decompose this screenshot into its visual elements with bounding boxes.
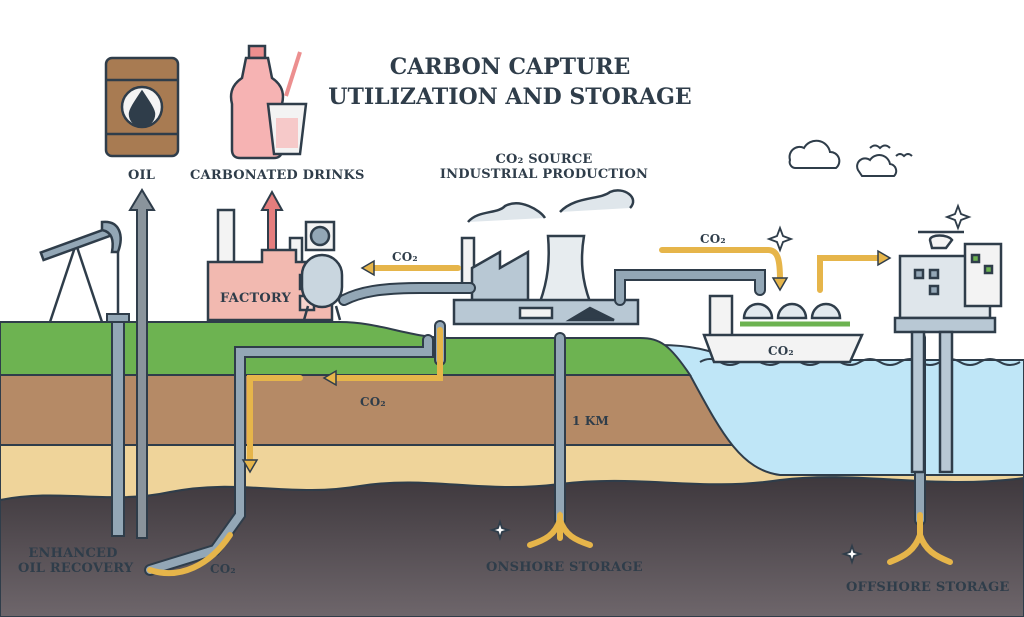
onshore-fork-icon — [527, 510, 593, 548]
title-line-2: UTILIZATION AND STORAGE — [328, 84, 692, 110]
eor-bottom-co2-arrow-icon — [147, 532, 233, 577]
helicopter-icon — [918, 230, 964, 250]
eor-line-2: OIL RECOVERY — [18, 561, 134, 576]
sky-decor — [788, 139, 913, 177]
well-pipes — [106, 313, 130, 537]
offshore-platform — [893, 230, 1003, 474]
lng-ship — [702, 294, 864, 364]
cloud-icon — [788, 139, 841, 169]
gas-tank — [300, 220, 344, 321]
offshore-co2-arrow-icon — [817, 255, 883, 293]
sparkle-icon — [766, 225, 794, 253]
sparkle-icon — [944, 203, 972, 231]
drinks-up-arrow-icon — [260, 189, 284, 251]
up-arrows — [128, 188, 284, 539]
oil-up-arrow-icon — [128, 188, 156, 539]
sparkle-icon — [489, 519, 511, 541]
co2-eor-label: CO₂ — [210, 562, 236, 576]
oil-barrel-icon — [104, 56, 180, 158]
eor-line-1: ENHANCED — [28, 546, 118, 561]
page-title: CARBON CAPTURE UTILIZATION AND STORAGE — [300, 52, 720, 112]
bird-icon — [895, 153, 913, 158]
factory-label: FACTORY — [220, 291, 291, 306]
depth-label: 1 KM — [572, 414, 610, 428]
sparkle-icon — [841, 543, 863, 565]
co2-ship-top-label: CO₂ — [700, 232, 726, 246]
eor-co2-arrow-icon — [247, 375, 303, 465]
co2-arrow-heads — [241, 249, 892, 474]
ground-layers — [0, 321, 1024, 617]
rock-layer — [0, 476, 1024, 617]
co2-factory-label: CO₂ — [392, 250, 418, 264]
cloud-icon — [856, 154, 898, 177]
co2-source-line-1: CO₂ SOURCE — [495, 152, 593, 167]
carbonated-drinks-icon — [229, 44, 308, 160]
fan-icon — [309, 225, 331, 247]
oil-label: OIL — [128, 168, 156, 183]
enhanced-oil-recovery-label: ENHANCED OIL RECOVERY — [18, 546, 134, 576]
industrial-plant — [452, 189, 640, 326]
pump-jack-icon — [39, 220, 122, 323]
carbonated-drinks-label: CARBONATED DRINKS — [190, 168, 365, 183]
co2-underground-label: CO₂ — [360, 395, 386, 409]
title-line-1: CARBON CAPTURE — [389, 54, 631, 80]
ship-co2-arrow-icon — [659, 247, 783, 283]
co2-source-label: CO₂ SOURCE INDUSTRIAL PRODUCTION — [438, 152, 650, 182]
sparkles — [489, 203, 972, 565]
offshore-storage-label: OFFSHORE STORAGE — [846, 580, 1010, 595]
underground-co2-arrow-icon — [329, 327, 443, 381]
co2-source-line-2: INDUSTRIAL PRODUCTION — [439, 167, 649, 182]
bird-icon — [869, 144, 891, 150]
co2-flow-arrows — [147, 247, 953, 577]
offshore-fork-icon — [887, 512, 953, 565]
onshore-storage-label: ONSHORE STORAGE — [486, 560, 643, 575]
co2-ship-label: CO₂ — [768, 344, 794, 358]
